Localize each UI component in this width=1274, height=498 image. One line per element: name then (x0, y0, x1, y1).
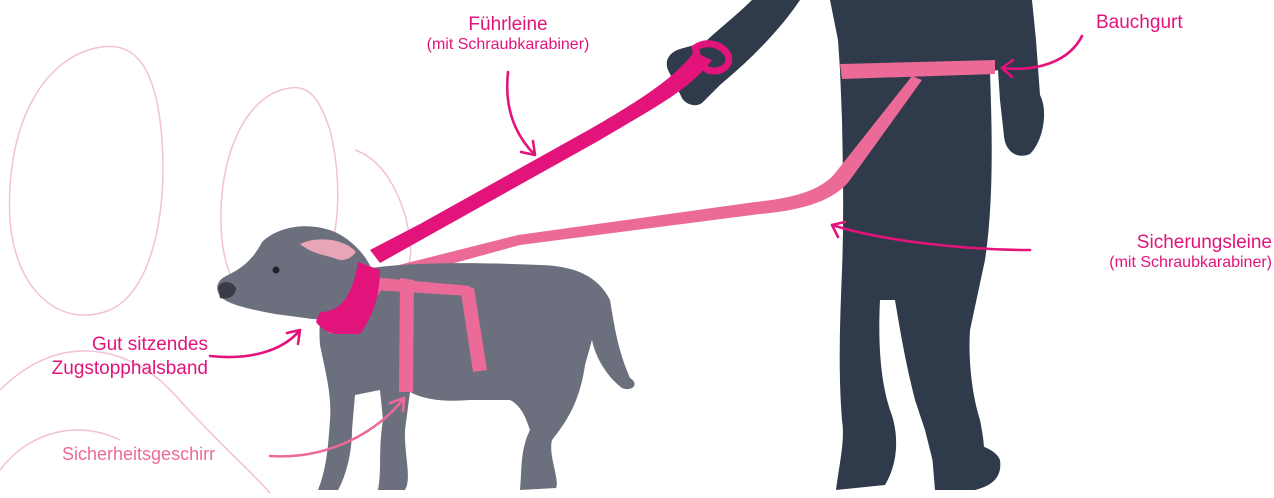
label-sicherungsleine-subtitle: (mit Schraubkarabiner) (1032, 254, 1272, 272)
label-sicherungsleine-title: Sicherungsleine (1032, 232, 1272, 254)
label-fuehrleine: Führleine (mit Schraubkarabiner) (398, 14, 618, 54)
label-geschirr: Sicherheitsgeschirr (62, 444, 215, 465)
label-sicherungsleine: Sicherungsleine (mit Schraubkarabiner) (1032, 232, 1272, 272)
label-halsband-line2: Zugstopphalsband (0, 357, 208, 381)
harness-front-vertical (399, 278, 414, 392)
arrow-halsband (210, 330, 300, 357)
dog-eye (273, 267, 280, 274)
label-halsband-line1: Gut sitzendes (0, 333, 208, 357)
dog-silhouette (217, 226, 634, 490)
label-fuehrleine-subtitle: (mit Schraubkarabiner) (398, 36, 618, 54)
arrow-fuehrleine (507, 72, 535, 155)
paw-toe-outline-left (10, 46, 163, 315)
person-left-arm (667, 0, 800, 105)
label-fuehrleine-title: Führleine (398, 14, 618, 36)
label-halsband: Gut sitzendes Zugstopphalsband (0, 333, 208, 381)
label-bauchgurt: Bauchgurt (1096, 12, 1183, 34)
fuehrleine-leash (370, 52, 712, 263)
